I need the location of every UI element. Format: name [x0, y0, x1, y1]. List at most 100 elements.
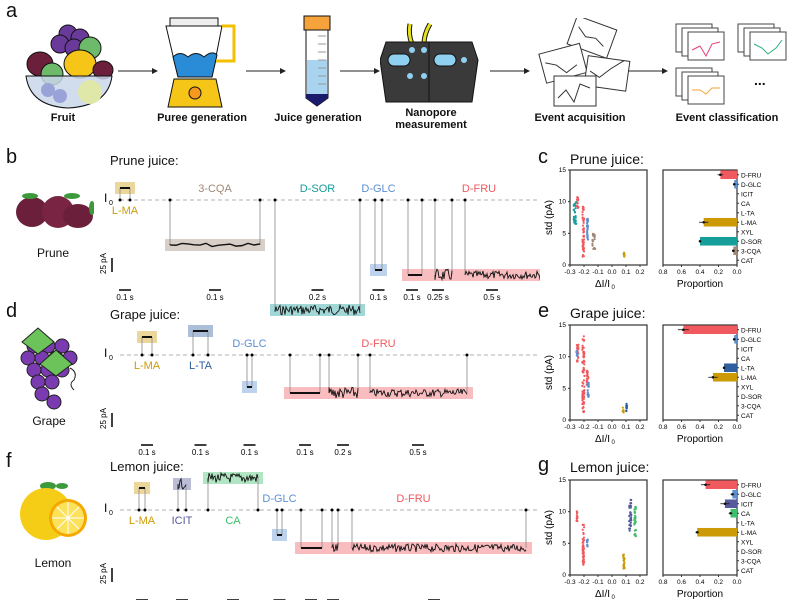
bar-frame [662, 479, 738, 576]
scatter-point-D-FRU [585, 377, 589, 380]
bar-L-MA [703, 217, 737, 227]
scatter-point-D-FRU [581, 402, 584, 405]
panel-label-f: f [6, 450, 12, 472]
event-marker [327, 353, 331, 357]
x-tick-label: 0.6 [677, 424, 686, 431]
scatter-point-D-SOR [574, 222, 577, 225]
arrow-icon [340, 68, 380, 74]
event-highlight-D-FRU [402, 269, 540, 281]
scatter-point-D-FRU [581, 213, 584, 216]
scatter-point-L-TA [625, 404, 628, 407]
scatter-point-L-MA [622, 565, 625, 569]
scatter-point-D-FRU [581, 544, 585, 547]
x-axis-label-sub: 0 [612, 440, 616, 446]
bar-mean-marker [711, 375, 715, 379]
bar-mean-marker [731, 492, 734, 496]
bar-mean-marker [732, 249, 735, 253]
scatter-point-D-FRU [583, 392, 586, 395]
i0-subscript: 0 [109, 200, 113, 207]
bar-mean-marker [695, 530, 699, 534]
scatter-point-D-FRU [575, 519, 578, 522]
analyte-label-ICIT: ICIT [172, 515, 193, 527]
bar-D-FRU [705, 480, 737, 490]
panel-label-b: b [6, 146, 18, 168]
scatter-point-CA [634, 506, 637, 509]
event-marker [256, 508, 260, 512]
scatter-point-D-FRU [582, 244, 585, 248]
bar-D-GLC [734, 334, 737, 344]
scatter-point-D-FRU [582, 338, 585, 341]
x-tick-label: 0.1 [621, 579, 630, 586]
x-tick-label: 0.0 [732, 269, 741, 276]
x-axis-label: ΔI/I [595, 434, 610, 445]
x-tick-label: -0.2 [578, 424, 590, 431]
scatter-point-D-SOR [572, 204, 575, 207]
bar-mean-marker [702, 220, 705, 224]
scatter-point-D-FRU [582, 231, 585, 234]
x-tick-label: -0.3 [564, 424, 576, 431]
lemon-icon [20, 482, 87, 540]
scatter-point-L-TA [625, 409, 628, 413]
category-label: L-TA [741, 365, 755, 372]
event-trace [351, 542, 527, 554]
scatter-point-3-CQA [593, 238, 596, 241]
scatter-point-D-FRU [583, 526, 586, 529]
scatter-point-D-GLC [586, 231, 589, 234]
event-marker [463, 198, 467, 202]
analyte-label-D-FRU: D-FRU [396, 493, 430, 505]
analyte-label-D-FRU: D-FRU [361, 338, 395, 350]
scatter-point-ICIT [628, 505, 631, 508]
scatter-point-D-FRU [575, 359, 579, 362]
scatter-point-D-FRU [582, 335, 585, 338]
bar-x-axis-label: Proportion [677, 279, 723, 290]
event-marker [245, 353, 249, 357]
scatter-point-CA [634, 517, 637, 521]
event-marker [137, 508, 141, 512]
scatter-point-D-FRU [582, 250, 586, 253]
scatter-point-D-FRU [582, 350, 585, 354]
category-label: ICIT [741, 501, 753, 508]
event-marker [168, 198, 172, 202]
bar-mean-marker [719, 173, 722, 177]
x-tick-label: 0.4 [695, 424, 704, 431]
category-label: L-TA [741, 210, 755, 217]
scatter-point-D-SOR [574, 214, 577, 218]
scatter-point-D-FRU [582, 366, 585, 369]
scatter-point-D-FRU [582, 552, 585, 555]
scatter-point-D-FRU [577, 343, 580, 346]
scatter-point-CA [633, 511, 636, 514]
scatter-point-CA [634, 534, 637, 538]
event-marker [336, 508, 340, 512]
scatter-point-D-FRU [581, 384, 584, 388]
scatter-point-D-FRU [582, 532, 585, 536]
x-tick-label: 0.2 [714, 579, 723, 586]
category-label: D-GLC [741, 337, 762, 344]
scatter-frame [569, 479, 648, 576]
scatter-point-D-SOR [573, 216, 576, 219]
scatter-frame [569, 324, 648, 421]
scatter-point-D-FRU [581, 243, 585, 246]
bar-frame [662, 169, 738, 266]
scatter-point-D-FRU [582, 206, 585, 209]
scatter-point-D-FRU [575, 514, 578, 517]
event-marker [299, 508, 303, 512]
analyte-label-3-CQA: 3-CQA [198, 183, 232, 195]
y-axis-label: std (pA) [544, 510, 555, 545]
panel-label-e: e [538, 300, 550, 322]
x-tick-label: -0.3 [564, 579, 576, 586]
scatter-point-ICIT [630, 502, 633, 505]
analyte-label-L-MA: L-MA [112, 205, 139, 217]
event-marker [288, 353, 292, 357]
x-tick-label: -0.2 [578, 579, 590, 586]
analyte-label-CA: CA [225, 515, 241, 527]
scatter-point-D-FRU [582, 238, 586, 241]
bar-D-GLC [732, 489, 737, 499]
scatter-point-D-FRU [575, 198, 579, 201]
scatter-point-CA [633, 514, 637, 517]
x-tick-label: 0.0 [607, 269, 616, 276]
event-marker [524, 508, 528, 512]
category-label: L-MA [741, 530, 757, 537]
category-label: 3-CQA [741, 403, 762, 410]
scatter-point-D-FRU [576, 204, 579, 207]
